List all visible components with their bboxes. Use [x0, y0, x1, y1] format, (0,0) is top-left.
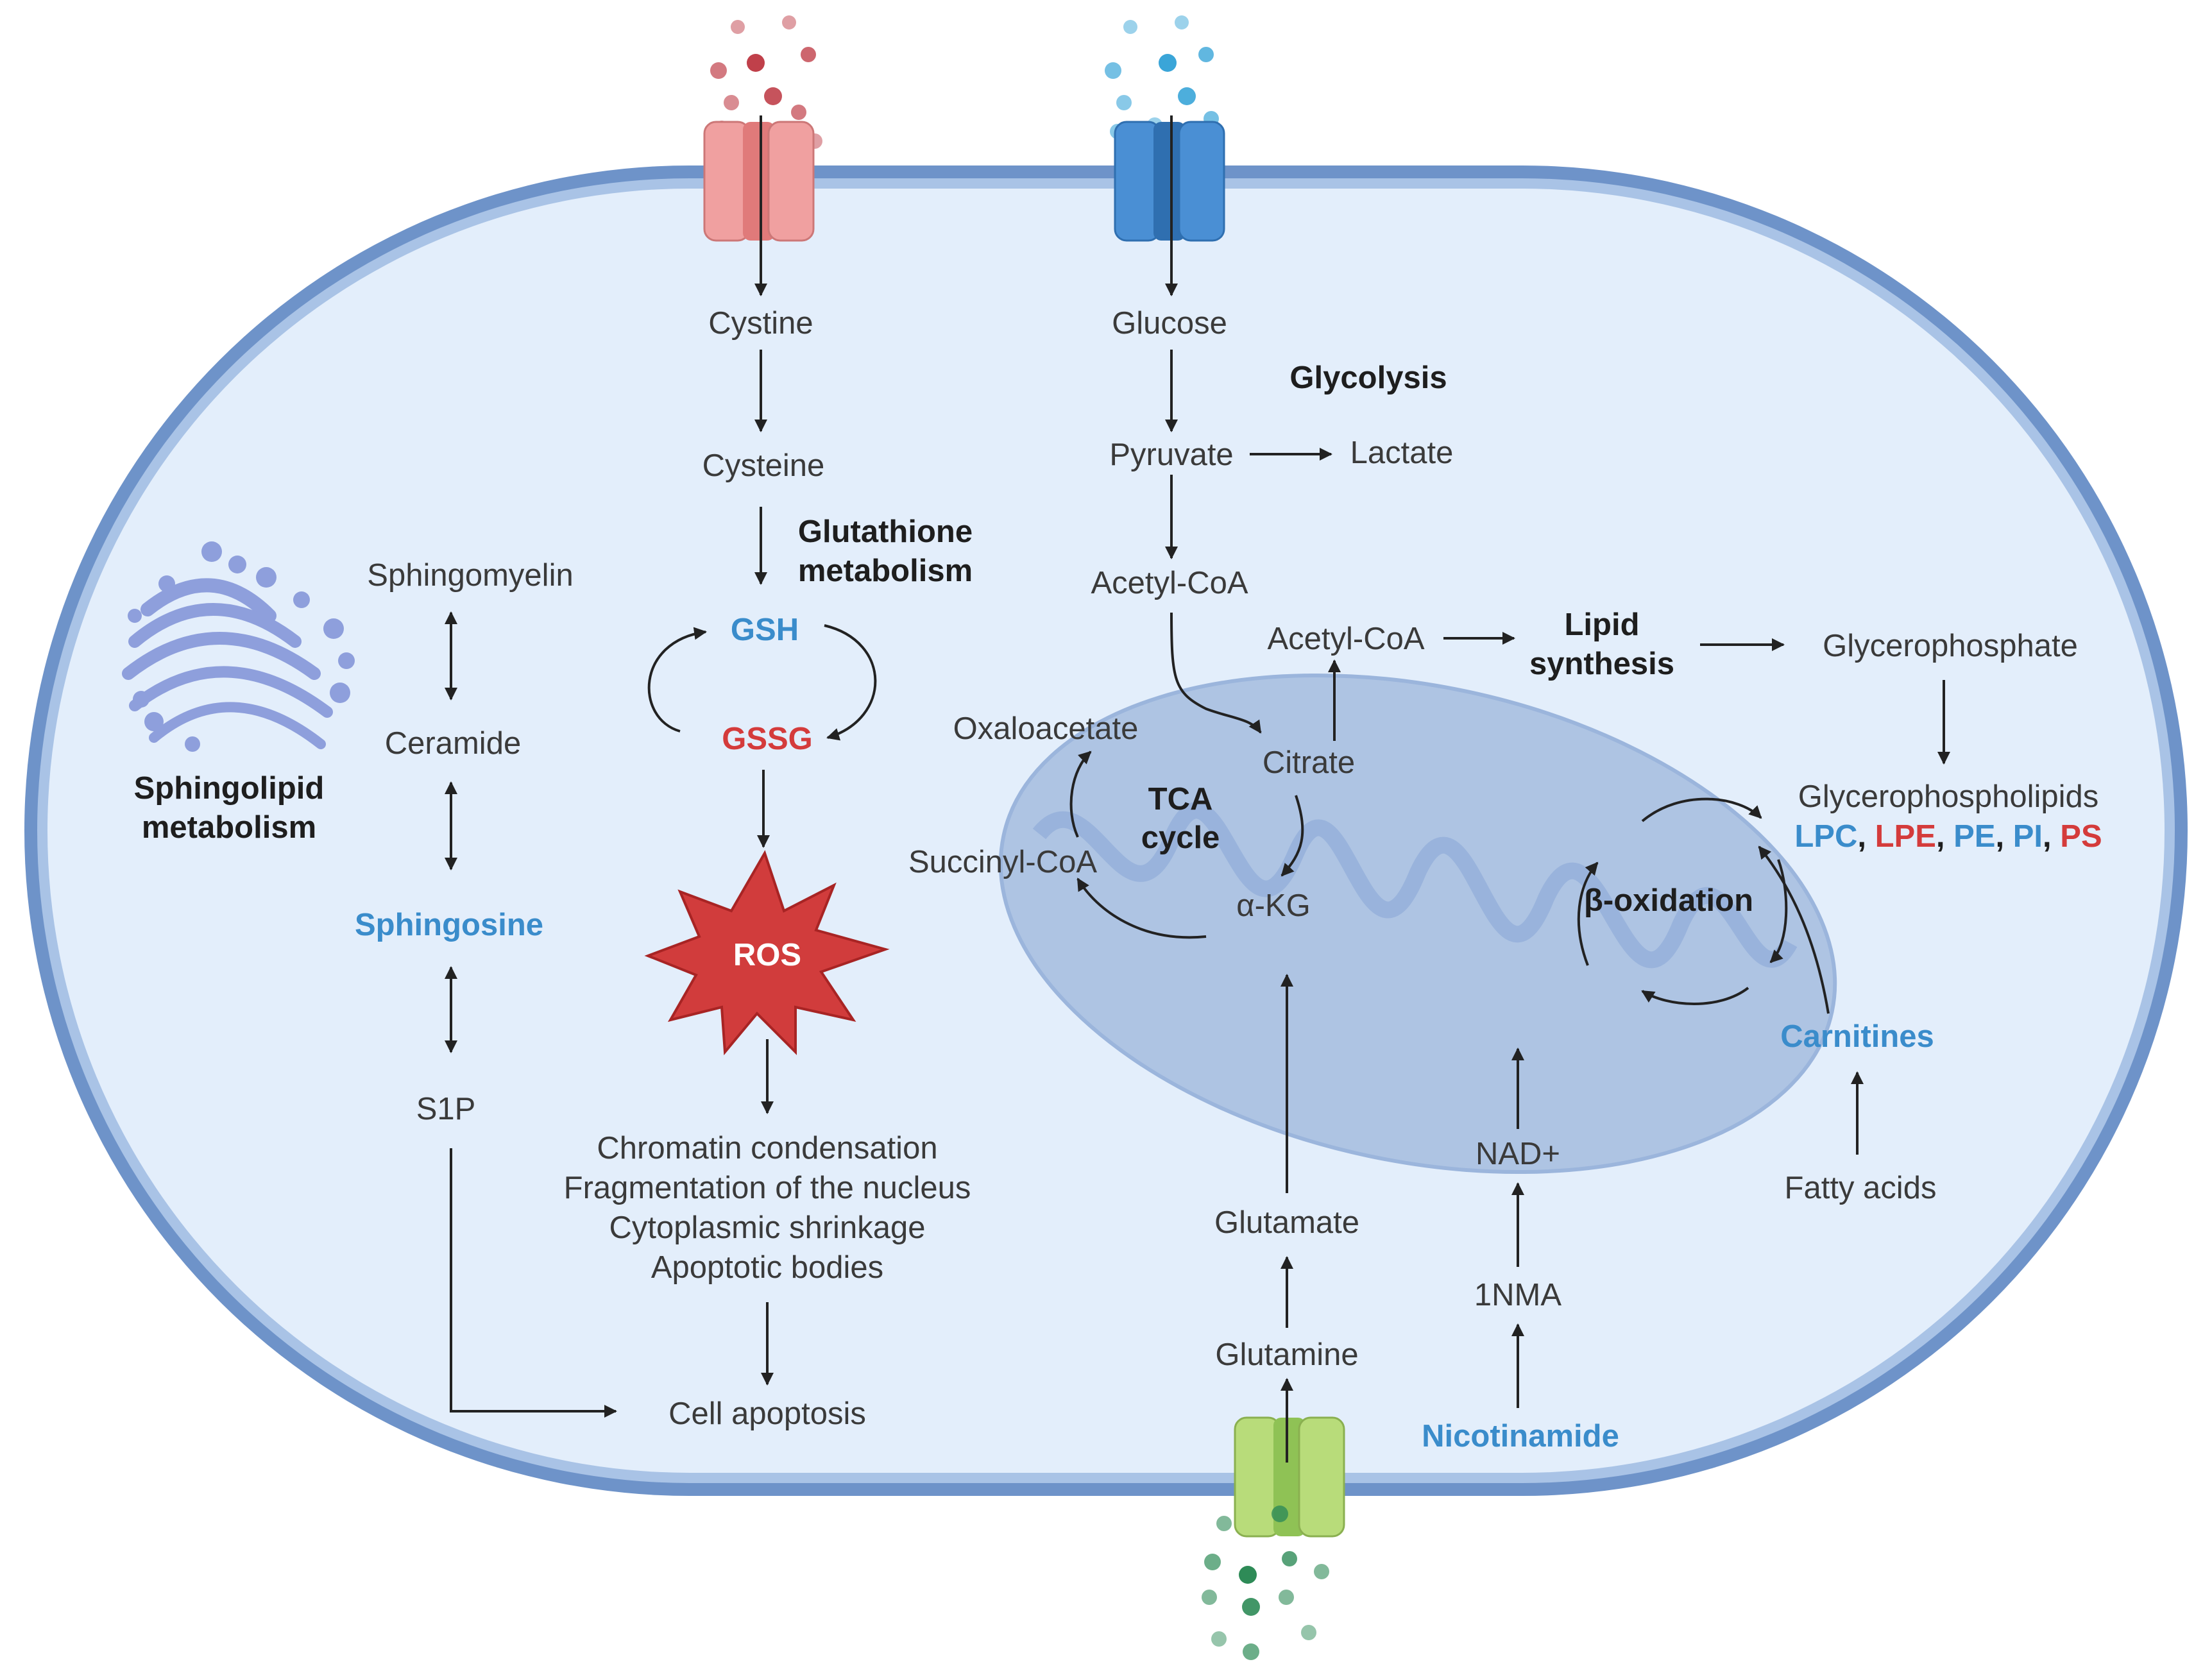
- effect-3: Cytoplasmic shrinkage: [609, 1210, 926, 1245]
- carnitines-label: Carnitines: [1780, 1019, 1934, 1054]
- ps-label: PS: [2060, 819, 2102, 854]
- 1nma-label: 1NMA: [1474, 1278, 1561, 1312]
- succinyl-coa-label: Succinyl-CoA: [908, 845, 1097, 879]
- fatty-acids-label: Fatty acids: [1785, 1171, 1937, 1205]
- alpha-kg-label: α-KG: [1236, 888, 1310, 923]
- ros-label: ROS: [733, 938, 801, 972]
- glycolysis-label: Glycolysis: [1289, 361, 1447, 395]
- sphingolipid-metabolism-label-2: metabolism: [142, 810, 316, 845]
- lipid-synthesis-label-1: Lipid: [1564, 607, 1639, 642]
- lactate-label: Lactate: [1350, 436, 1454, 470]
- nicotinamide-label: Nicotinamide: [1422, 1419, 1619, 1454]
- oxaloacetate-label: Oxaloacetate: [953, 711, 1139, 746]
- cystine-transporter-icon: [703, 15, 822, 242]
- effect-1: Chromatin condensation: [597, 1131, 937, 1166]
- glucose-transporter-icon: [1105, 15, 1225, 242]
- lpc-label: LPC: [1794, 819, 1857, 854]
- cystine-label: Cystine: [708, 306, 813, 341]
- glutathione-metabolism-label-1: Glutathione: [798, 514, 973, 549]
- sphingomyelin-label: Sphingomyelin: [367, 558, 573, 593]
- tca-cycle-label-1: TCA: [1148, 782, 1213, 817]
- glutamine-label: Glutamine: [1215, 1337, 1358, 1372]
- effect-4: Apoptotic bodies: [651, 1250, 883, 1285]
- lpc-sep: ,: [1857, 819, 1875, 854]
- pi-label: PI: [2013, 819, 2043, 854]
- pi-sep: ,: [2043, 819, 2060, 854]
- arrows: [445, 115, 1950, 1463]
- gssg-label: GSSG: [722, 722, 813, 756]
- ceramide-label: Ceramide: [385, 726, 521, 761]
- pe-sep: ,: [1996, 819, 2013, 854]
- ros-star-icon: ROS: [644, 850, 890, 1056]
- golgi-icon: [122, 541, 355, 752]
- glycerophosphate-label: Glycerophosphate: [1823, 629, 2078, 663]
- sphingolipid-metabolism-label-1: Sphingolipid: [134, 771, 325, 806]
- glucose-label: Glucose: [1112, 306, 1227, 341]
- acetyl-coa-label-1: Acetyl-CoA: [1091, 566, 1248, 600]
- lipid-synthesis-label-2: synthesis: [1529, 647, 1674, 681]
- labels: Cystine Cysteine Glutathione metabolism …: [134, 306, 2102, 1454]
- glutamine-transporter-icon: [1202, 1416, 1345, 1660]
- cysteine-label: Cysteine: [702, 448, 825, 483]
- pe-label: PE: [1953, 819, 1995, 854]
- sphingosine-label: Sphingosine: [355, 908, 543, 942]
- glutamate-label: Glutamate: [1214, 1205, 1359, 1240]
- nad-label: NAD+: [1476, 1137, 1560, 1171]
- citrate-label: Citrate: [1263, 745, 1355, 780]
- acetyl-coa-label-2: Acetyl-CoA: [1267, 622, 1424, 656]
- glycerophospholipid-classes: LPC, LPE, PE, PI, PS: [1794, 819, 2102, 854]
- tca-cycle-label-2: cycle: [1141, 820, 1220, 855]
- effect-2: Fragmentation of the nucleus: [564, 1171, 971, 1205]
- pyruvate-label: Pyruvate: [1109, 437, 1233, 472]
- glycerophospholipids-label: Glycerophospholipids: [1798, 779, 2099, 814]
- lpe-sep: ,: [1936, 819, 1953, 854]
- s1p-label: S1P: [416, 1092, 476, 1126]
- glutathione-metabolism-label-2: metabolism: [798, 554, 973, 588]
- beta-oxidation-label: β-oxidation: [1584, 883, 1753, 918]
- lpe-label: LPE: [1875, 819, 1936, 854]
- cell-apoptosis-label: Cell apoptosis: [668, 1396, 866, 1431]
- gsh-label: GSH: [731, 613, 799, 647]
- mitochondrion-icon: [998, 673, 1837, 1175]
